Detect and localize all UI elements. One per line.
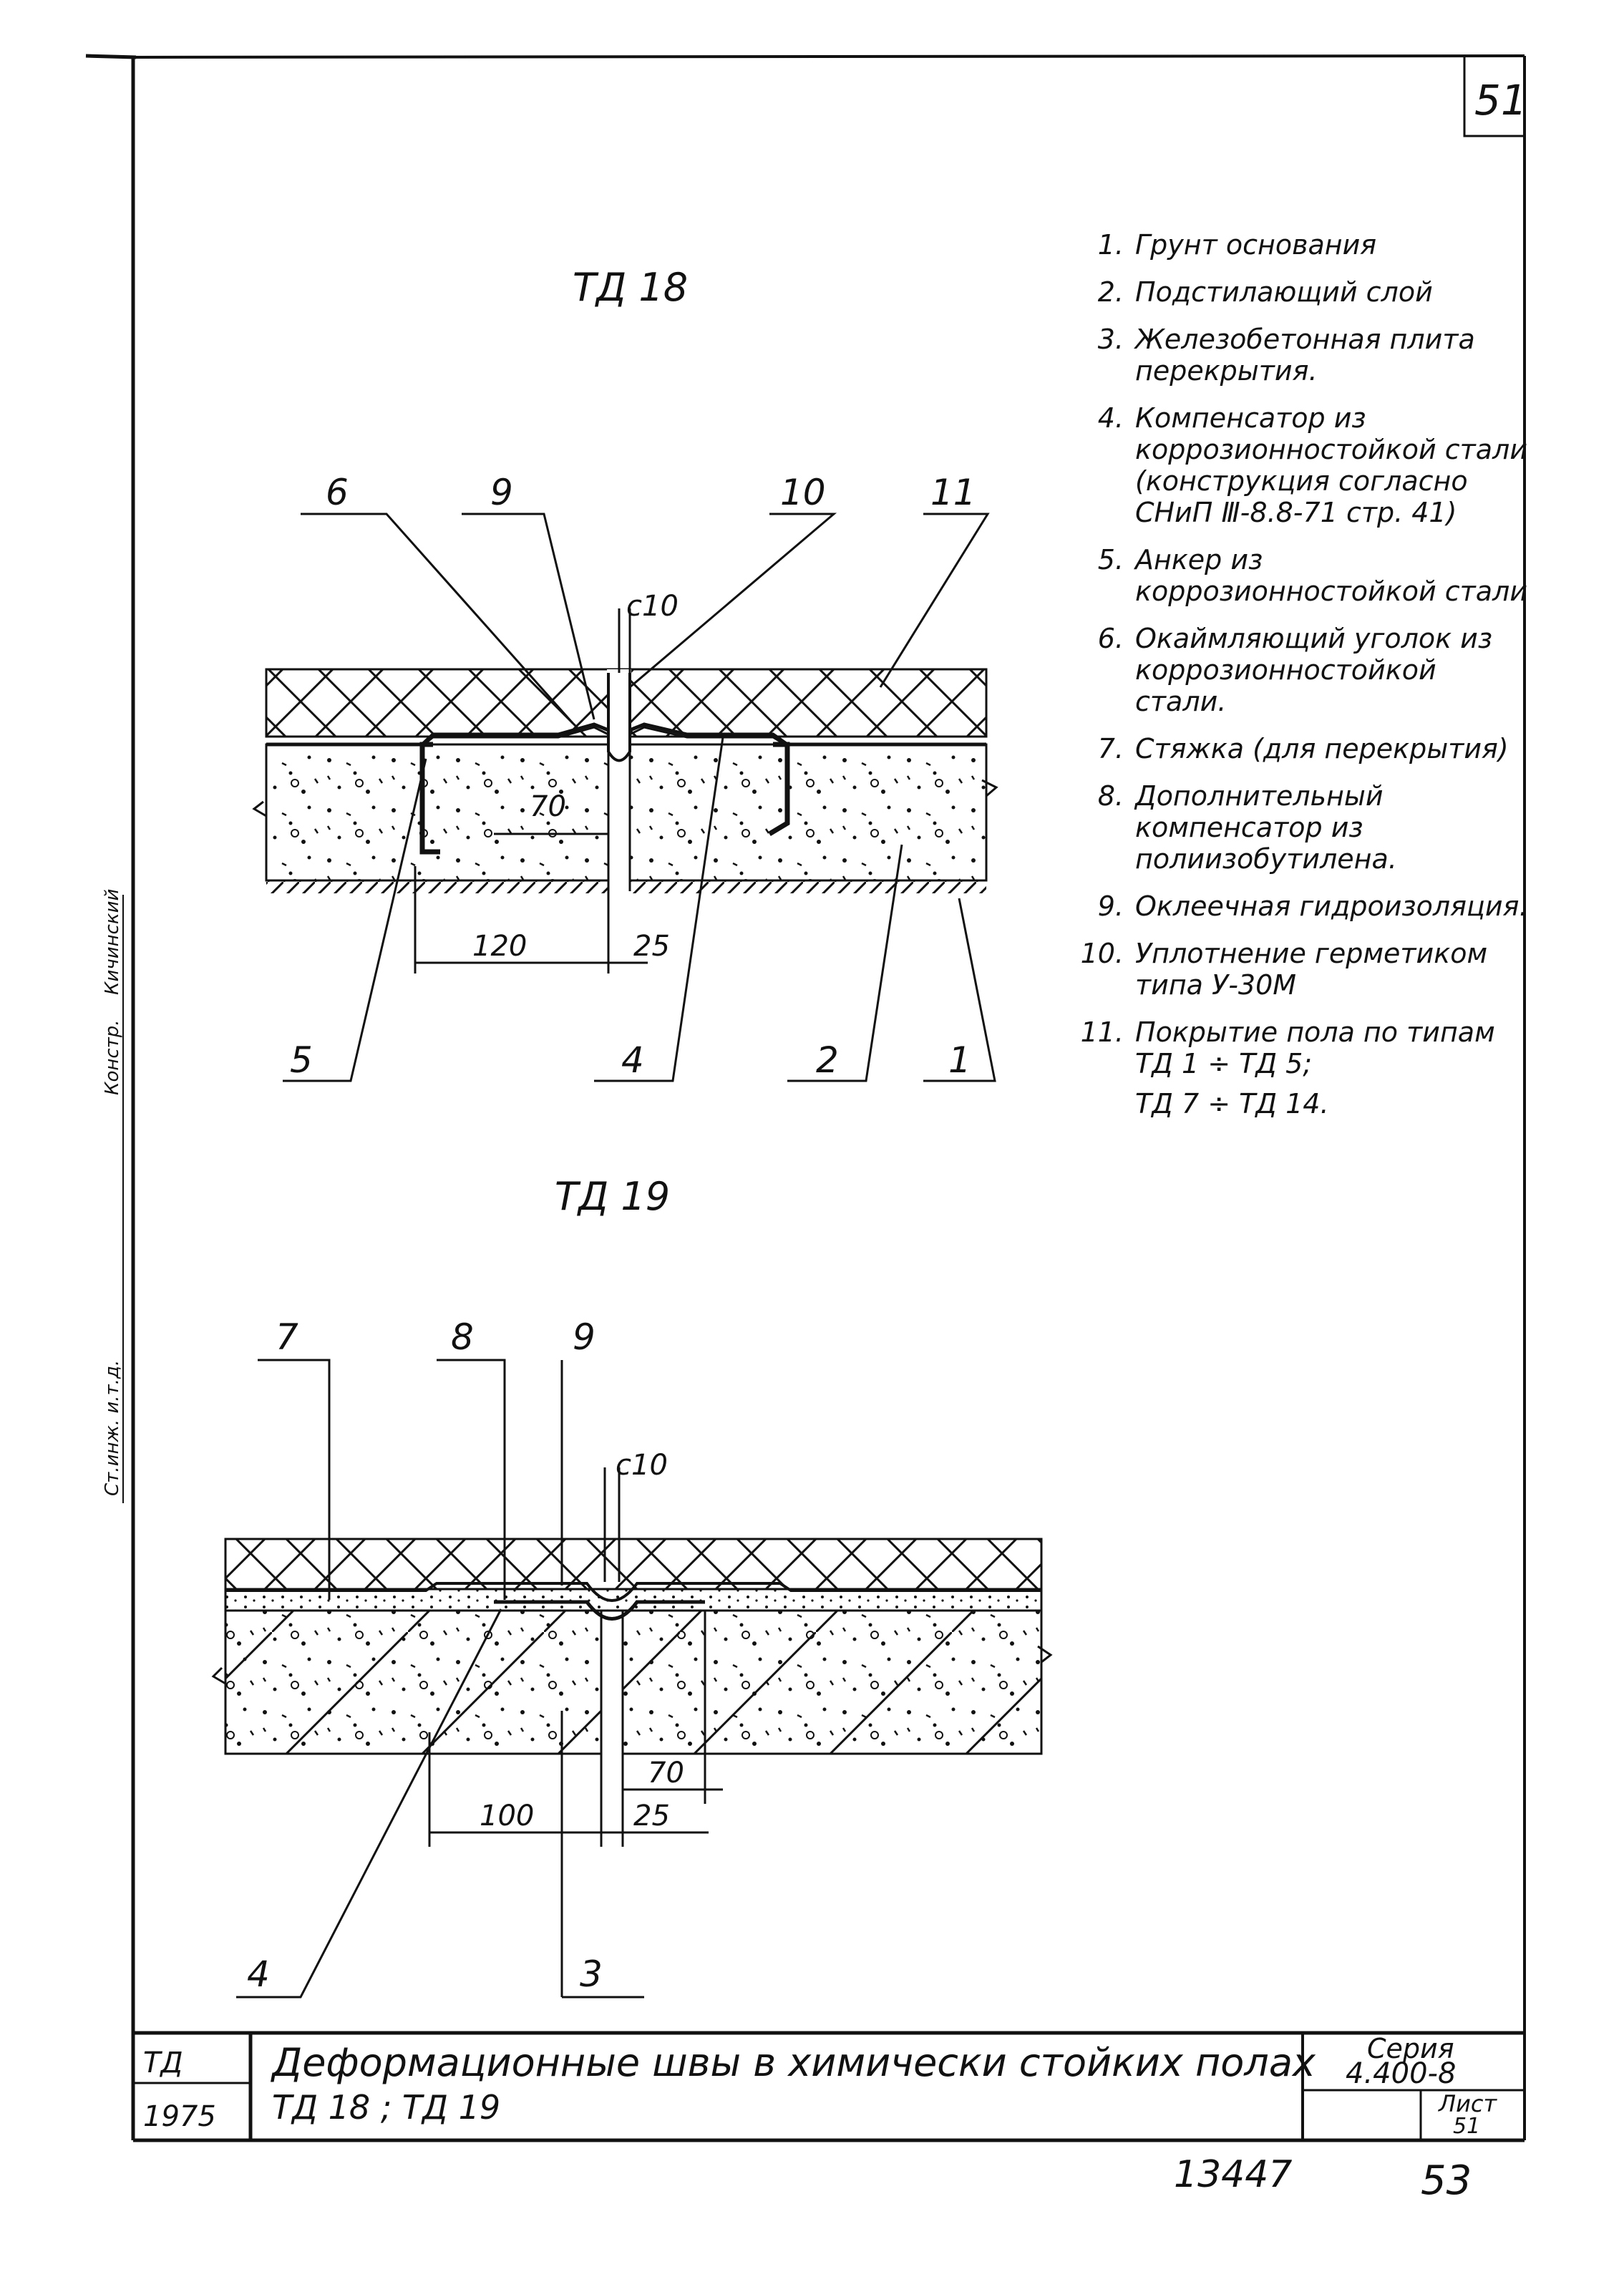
sheet-frame (85, 54, 1526, 2142)
legend-item: 1.Грунт основания (1097, 229, 1377, 261)
legend-item: 8.Дополнительный компенсатор из полиизоб… (1097, 780, 1397, 875)
anchor-right-td18 (768, 742, 790, 837)
svg-text:Кичинский: Кичинский (102, 889, 123, 995)
dimensions-td19 (428, 1467, 723, 1847)
page-number: 53 (1421, 2157, 1472, 2204)
svg-text:с10: с10 (616, 1449, 668, 1482)
svg-text:70: 70 (648, 1757, 684, 1790)
soil-td18 (266, 880, 608, 893)
title-block-org: ТД (143, 2046, 183, 2079)
svg-text:2: 2 (816, 1039, 839, 1081)
inventory-number: 13447 (1174, 2153, 1292, 2196)
svg-text:4: 4 (247, 1953, 270, 1995)
series-label: Серия (1367, 2033, 1454, 2064)
side-stamp: Ст.инж. и.т.д. Констр. Кичинский (102, 889, 123, 1496)
title-block-year: 1975 (143, 2100, 216, 2133)
dimensions-td18 (414, 608, 648, 974)
svg-text:4: 4 (621, 1039, 644, 1081)
svg-text:25: 25 (633, 930, 670, 963)
series-value: 4.400-8 (1346, 2057, 1456, 2090)
svg-text:8: 8 (451, 1316, 474, 1358)
hydro-layers-td18 (266, 722, 986, 747)
legend-item: 11.Покрытие пола по типам ТД 1 ÷ ТД 5; (1080, 1016, 1495, 1079)
legend-item: 6.Окаймляющий уголок из коррозионностойк… (1097, 623, 1493, 717)
legend-item: 7.Стяжка (для перекрытия) (1097, 733, 1509, 764)
floor-covering-td19 (224, 1538, 1043, 1591)
svg-text:10: 10 (780, 472, 826, 513)
leaders-td19 (236, 1359, 644, 1999)
legend-list: 1.Грунт основания 2.Подстилающий слой 3.… (1074, 229, 1532, 1120)
anchor-left-td18 (419, 742, 440, 855)
legend-item: 4.Компенсатор из коррозионностойкой стал… (1097, 402, 1528, 528)
legend-item: 10.Уплотнение герметиком типа У-30М (1080, 938, 1488, 1001)
svg-text:5: 5 (290, 1039, 313, 1081)
drawing-title-td18: ТД 18 (573, 265, 688, 310)
svg-text:70: 70 (530, 790, 566, 823)
title-block-title: Деформационные швы в химически стойких п… (271, 2040, 1316, 2085)
svg-text:9: 9 (573, 1316, 595, 1358)
svg-text:11: 11 (930, 472, 976, 513)
svg-text:Констр.: Констр. (102, 1019, 123, 1095)
svg-text:1: 1 (948, 1039, 971, 1081)
svg-text:100: 100 (480, 1800, 534, 1832)
legend-item: 2.Подстилающий слой (1097, 276, 1433, 308)
sheet-number-top: 51 (1474, 76, 1527, 125)
title-block (133, 2031, 1525, 2140)
sheet-label: Лист (1438, 2090, 1497, 2117)
svg-text:Ст.инж. и.т.д.: Ст.инж. и.т.д. (102, 1360, 123, 1496)
leaders-td18 (283, 513, 996, 1082)
svg-text:6: 6 (326, 472, 349, 513)
svg-text:с10: с10 (626, 590, 679, 623)
svg-text:7: 7 (276, 1316, 298, 1358)
svg-text:25: 25 (633, 1800, 670, 1832)
svg-text:120: 120 (472, 930, 527, 963)
legend-item: 3.Железобетонная плита перекрытия. (1097, 324, 1475, 387)
section-td18: с10 70 120 25 6 9 10 11 5 4 2 1 (252, 472, 998, 1082)
title-block-subtitle: ТД 18 ; ТД 19 (272, 2088, 500, 2127)
svg-text:3: 3 (580, 1953, 603, 1995)
section-td19: с10 70 100 25 7 8 9 4 3 (211, 1316, 1053, 1999)
drawing-title-td19: ТД 19 (555, 1174, 670, 1219)
legend-item: 9.Оклеечная гидроизоляция. (1097, 890, 1528, 922)
legend-item: 5.Анкер из коррозионностойкой стали (1097, 544, 1528, 607)
svg-text:9: 9 (490, 472, 513, 513)
legend-item-extra: ТД 7 ÷ ТД 14. (1135, 1088, 1329, 1120)
sheet-value: 51 (1453, 2114, 1480, 2139)
